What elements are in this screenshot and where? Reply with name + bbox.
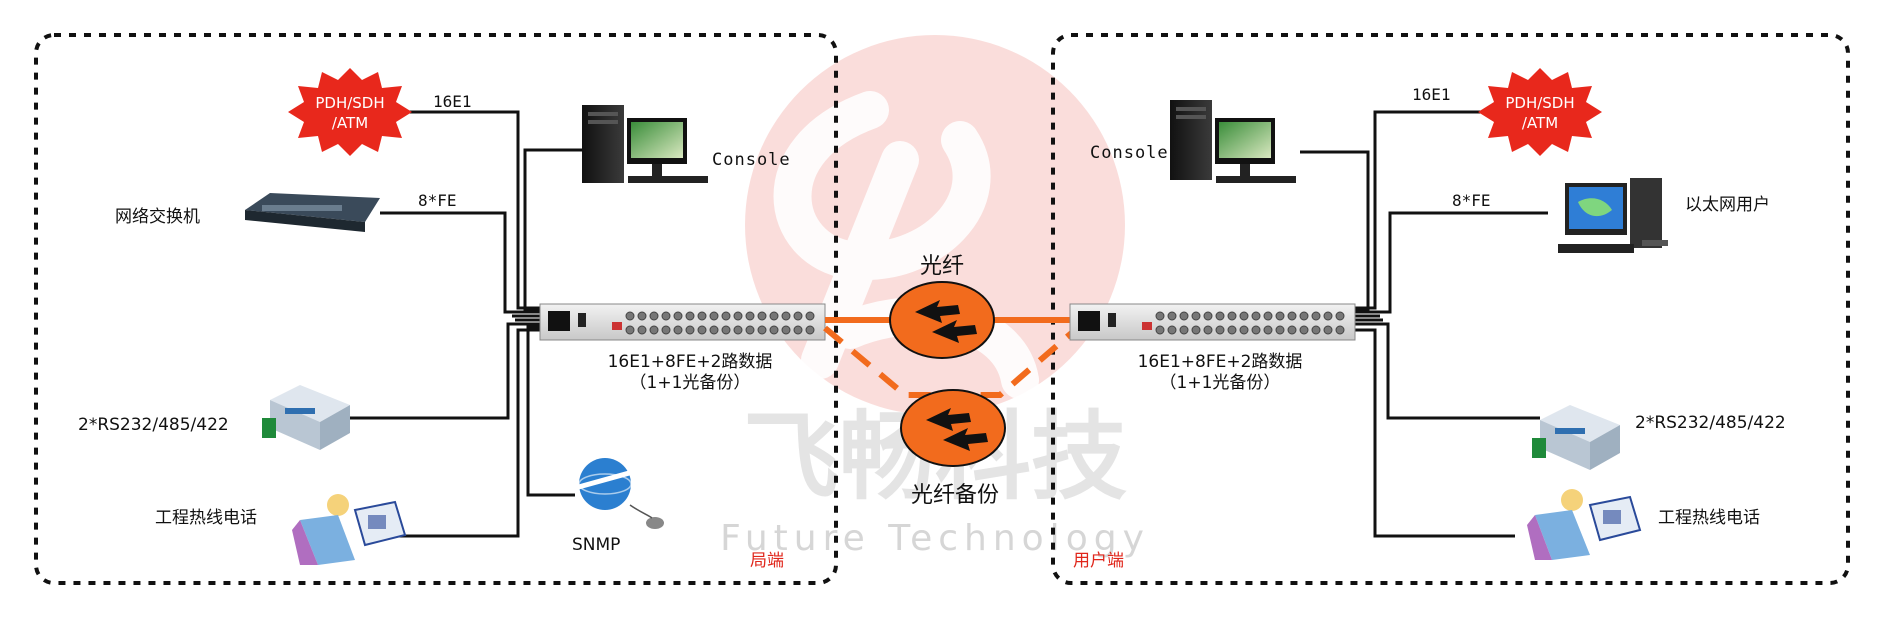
backup-fiber-label: 光纤备份 <box>911 483 999 508</box>
left-device-caption: 16E1+8FE+2路数据 <box>608 352 773 372</box>
right-pc-tower <box>1170 100 1212 180</box>
right-wires <box>1300 110 1548 538</box>
right-ethernet-tower <box>1630 178 1662 248</box>
primary-fiber-ellipse <box>889 281 995 359</box>
left-switch-label: 网络交换机 <box>115 207 200 227</box>
right-device-chassis <box>1069 303 1356 341</box>
watermark-en: Future Technology <box>720 518 1150 559</box>
left-zone-border <box>34 33 838 585</box>
right-multiplexer <box>1069 303 1356 341</box>
left-phone-label: 工程热线电话 <box>155 508 257 528</box>
left-pdh-cloud: PDH/SDH /ATM <box>288 68 412 156</box>
right-phone-operator <box>1527 489 1642 560</box>
right-e1-label: 16E1 <box>1412 85 1451 104</box>
left-snmp-globe <box>574 458 664 529</box>
backup-fiber-arrow-2 <box>943 428 988 451</box>
left-device-caption-sub: （1+1光备份） <box>630 373 751 393</box>
primary-fiber-arrow-2 <box>932 320 977 343</box>
right-serial-label: 2*RS232/485/422 <box>1635 413 1786 433</box>
right-ethernet-label: 以太网用户 <box>1685 195 1770 215</box>
left-pdh-line2: /ATM <box>332 114 368 132</box>
left-switch-device <box>245 193 380 232</box>
left-pc-screen <box>631 122 683 158</box>
right-device-switch <box>1108 313 1116 327</box>
left-console-pc <box>582 105 708 183</box>
left-fe-label: 8*FE <box>418 191 457 210</box>
left-phone-operator <box>292 494 407 565</box>
right-pdh-line1: PDH/SDH <box>1505 94 1574 112</box>
left-snmp-mouse <box>646 517 664 529</box>
left-e1-label: 16E1 <box>433 92 472 111</box>
fiber-label: 光纤 <box>920 254 964 279</box>
backup-fiber-node <box>900 389 1006 467</box>
left-operator-head <box>327 494 349 516</box>
left-serial-converter <box>262 385 350 450</box>
right-device-ports <box>1155 311 1345 335</box>
right-ethernet-keyboard <box>1558 244 1634 253</box>
left-device-power-socket <box>548 311 570 331</box>
left-wires <box>350 110 585 538</box>
right-device-caption: 16E1+8FE+2路数据 <box>1138 352 1303 372</box>
left-zone-label: 局端 <box>750 551 784 571</box>
right-device-power-socket <box>1078 311 1100 331</box>
right-zone-label: 用户端 <box>1073 551 1124 571</box>
right-pc-keyboard <box>1216 176 1296 183</box>
backup-fiber-ellipse <box>900 389 1006 467</box>
left-device-chassis <box>539 303 826 341</box>
right-console-pc <box>1170 100 1296 183</box>
right-pdh-cloud: PDH/SDH /ATM <box>1478 68 1602 156</box>
left-pdh-star-shape <box>288 68 412 156</box>
right-pdh-star-shape <box>1478 68 1602 156</box>
backup-fiber-arrow-1 <box>926 408 971 431</box>
left-multiplexer <box>539 303 826 341</box>
right-operator-head <box>1561 489 1583 511</box>
left-device-switch <box>578 313 586 327</box>
left-serial-label: 2*RS232/485/422 <box>78 415 229 435</box>
right-pc-screen <box>1219 122 1271 158</box>
right-console-label: Console <box>1090 143 1169 163</box>
left-snmp-globe-shape <box>579 458 631 510</box>
left-pc-tower <box>582 105 624 183</box>
right-device-caption-sub: （1+1光备份） <box>1160 373 1281 393</box>
left-pdh-line1: PDH/SDH <box>315 94 384 112</box>
right-ethernet-pc <box>1558 178 1668 253</box>
primary-fiber-node <box>889 281 995 359</box>
right-serial-converter <box>1532 405 1620 470</box>
left-snmp-label: SNMP <box>572 535 620 555</box>
right-pdh-line2: /ATM <box>1522 114 1558 132</box>
right-fe-label: 8*FE <box>1452 191 1491 210</box>
left-pc-keyboard <box>628 176 708 183</box>
left-console-label: Console <box>712 150 791 170</box>
left-device-ports <box>625 311 815 335</box>
right-zone-border <box>1051 33 1850 585</box>
right-phone-label: 工程热线电话 <box>1658 508 1760 528</box>
primary-fiber-arrow-1 <box>915 300 960 323</box>
